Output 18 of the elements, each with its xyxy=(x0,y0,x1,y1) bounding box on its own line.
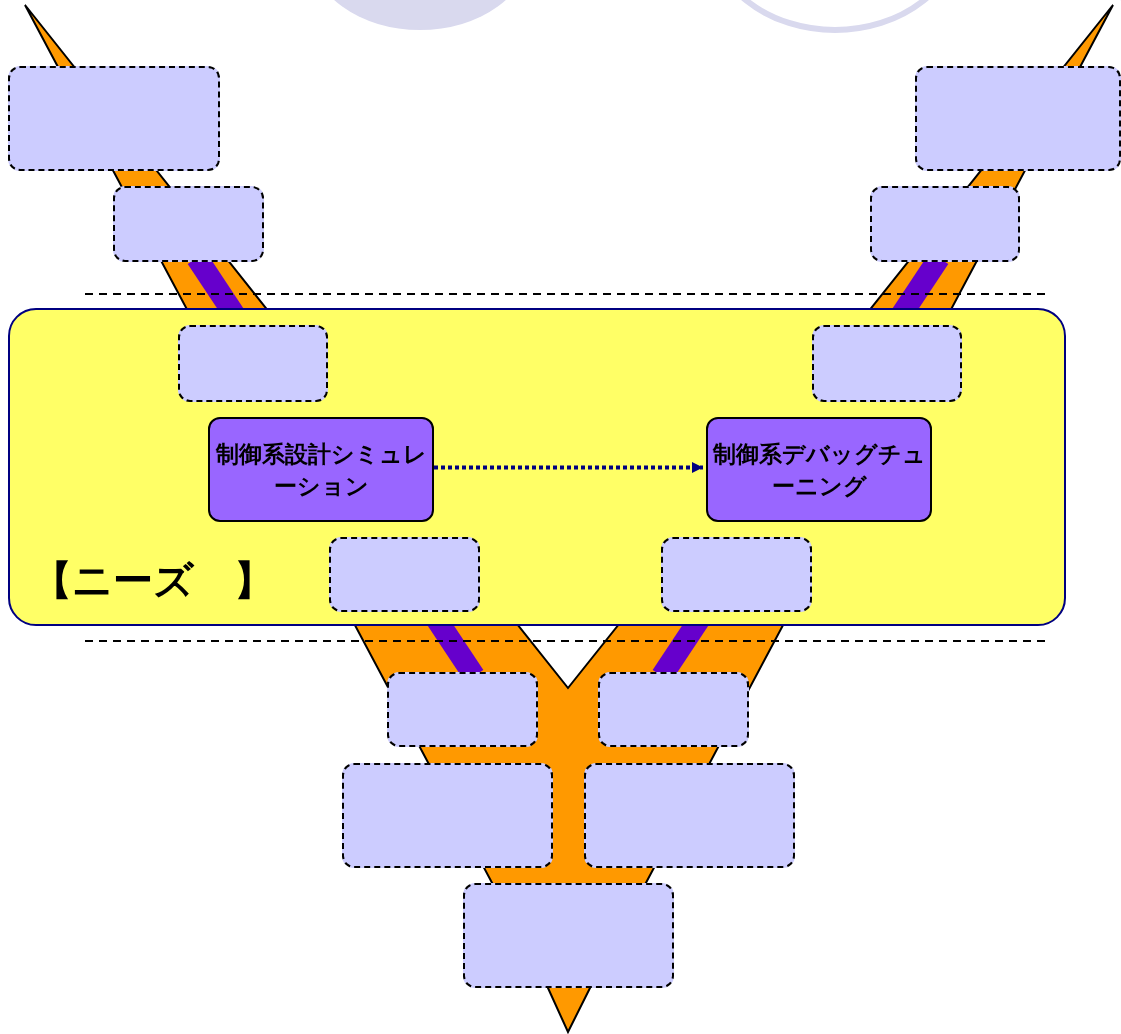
dotted-arrow xyxy=(434,462,703,473)
process-box: 制御系設計シミュレーション xyxy=(208,417,434,522)
empty-box xyxy=(584,763,795,868)
empty-box xyxy=(387,672,538,747)
empty-box xyxy=(113,186,264,262)
process-box: 制御系デバッグチューニング xyxy=(706,417,932,522)
band-label: 【ニーズ 】 xyxy=(32,560,274,600)
empty-box xyxy=(329,537,480,612)
empty-box xyxy=(915,66,1121,171)
empty-box xyxy=(178,325,328,402)
empty-box xyxy=(598,672,749,747)
empty-box xyxy=(8,66,220,171)
empty-box xyxy=(870,186,1020,262)
empty-box xyxy=(661,537,812,612)
needs-band xyxy=(8,308,1066,626)
empty-box xyxy=(812,325,962,402)
empty-box xyxy=(463,883,674,988)
empty-box xyxy=(342,763,553,868)
